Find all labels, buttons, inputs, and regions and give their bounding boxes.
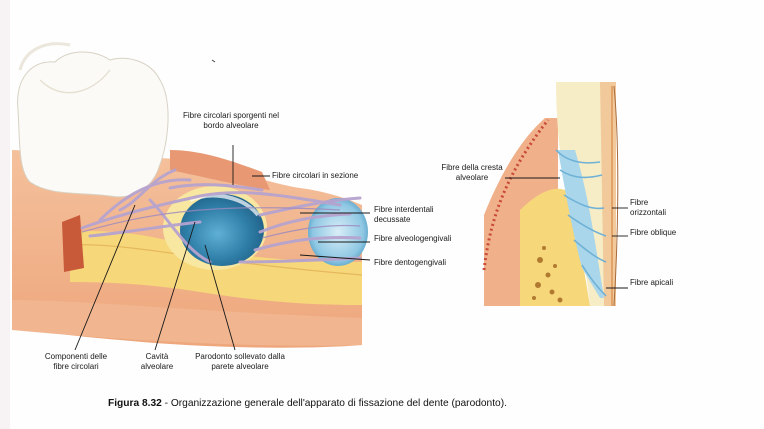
label-alveologingival: Fibre alveologengivali	[374, 234, 452, 243]
label-alveolar-crest: Fibre della cresta alveolare	[441, 163, 503, 182]
gingival-crest	[170, 150, 270, 190]
caption-text: Organizzazione generale dell'apparato di…	[170, 398, 507, 409]
figure-number: Figura 8.32	[108, 398, 162, 409]
molar-tooth	[17, 51, 169, 198]
label-circular-components: Componenti delle fibre circolari	[44, 352, 108, 371]
label-dentogingival: Fibre dentogengivali	[374, 258, 447, 267]
label-lifted-periodontium: Parodonto sollevato dalla parete alveola…	[195, 352, 285, 371]
figure-caption: Figura 8.32 - Organizzazione generale de…	[108, 398, 507, 409]
label-oblique: Fibre oblique	[630, 228, 677, 237]
label-apical: Fibre apicali	[630, 278, 674, 287]
label-circular-section: Fibre circolari in sezione	[272, 171, 359, 180]
caption-separator: -	[161, 398, 171, 409]
periodontium-illustration-right	[482, 82, 628, 307]
page-edge-shadow	[0, 0, 10, 429]
label-top-callout: Fibre circolari sporgenti nel bordo alve…	[182, 111, 280, 130]
leader-lines	[74, 145, 371, 351]
label-alveolar-cavity: Cavità alveolare	[140, 352, 174, 371]
label-interdental: Fibre interdentali decussate	[374, 205, 434, 224]
label-horizontal: Fibre orizzontali	[630, 198, 667, 217]
